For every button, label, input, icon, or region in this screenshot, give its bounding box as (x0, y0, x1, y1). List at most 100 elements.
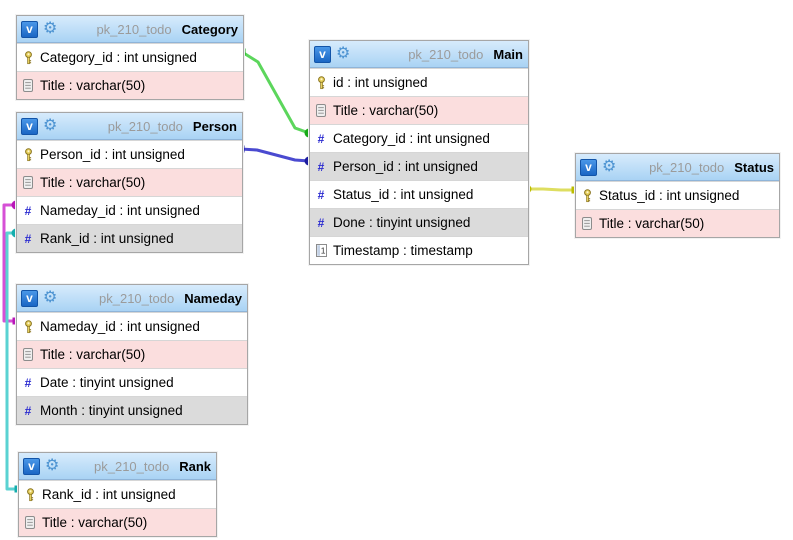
column-row-date[interactable]: # Date : tinyint unsigned (17, 368, 247, 396)
table-header[interactable]: v ⚙ pk_210_todo Nameday (17, 285, 247, 312)
numeric-field-icon: # (24, 375, 32, 390)
text-field-icon (22, 176, 34, 189)
column-label: Nameday_id : int unsigned (40, 319, 200, 334)
table-header[interactable]: v ⚙ pk_210_todo Status (576, 154, 779, 181)
table-options-gear-icon[interactable]: ⚙ (43, 289, 58, 306)
table-options-gear-icon[interactable]: ⚙ (45, 457, 60, 474)
column-label: Category_id : int unsigned (333, 131, 490, 146)
primary-key-icon (24, 487, 36, 502)
text-field-icon (24, 516, 36, 529)
primary-key-icon (315, 75, 327, 90)
table-header[interactable]: v ⚙ pk_210_todo Main (310, 41, 528, 68)
visibility-toggle-icon[interactable]: v (21, 20, 38, 38)
table-options-gear-icon[interactable]: ⚙ (602, 158, 617, 175)
text-field-icon (581, 217, 593, 230)
column-row-title[interactable]: Title : varchar(50) (19, 508, 216, 536)
text-field-icon (315, 104, 327, 117)
column-label: Title : varchar(50) (333, 103, 439, 118)
numeric-field-icon: # (317, 159, 325, 174)
primary-key-icon (581, 188, 593, 203)
column-row-category_id[interactable]: Category_id : int unsigned (17, 43, 243, 71)
table-status: v ⚙ pk_210_todo Status Status_id : int u… (575, 153, 780, 238)
table-name-label: Rank (179, 458, 211, 474)
column-row-title[interactable]: Title : varchar(50) (576, 209, 779, 237)
column-label: Status_id : int unsigned (599, 188, 740, 203)
table-schema-label: pk_210_todo (649, 159, 725, 175)
table-header[interactable]: v ⚙ pk_210_todo Person (17, 113, 242, 140)
text-field-icon (22, 79, 34, 92)
table-header[interactable]: v ⚙ pk_210_todo Rank (19, 453, 216, 480)
primary-key-icon (22, 319, 34, 334)
table-schema-label: pk_210_todo (408, 46, 484, 62)
column-row-done[interactable]: #Done : tinyint unsigned (310, 208, 528, 236)
column-label: Rank_id : int unsigned (40, 231, 174, 246)
column-row-status_id[interactable]: # Status_id : int unsigned (310, 180, 528, 208)
column-label: Date : tinyint unsigned (40, 375, 174, 390)
table-schema-label: pk_210_todo (96, 21, 172, 37)
table-name-label: Status (734, 159, 774, 175)
table-name-label: Category (181, 21, 238, 37)
column-label: Title : varchar(50) (599, 216, 705, 231)
numeric-field-icon: # (24, 231, 32, 246)
numeric-field-icon: # (24, 403, 32, 418)
numeric-field-icon: # (24, 203, 32, 218)
column-row-category_id[interactable]: # Category_id : int unsigned (310, 124, 528, 152)
table-category: v ⚙ pk_210_todo Category Category_id : i… (16, 15, 244, 100)
column-row-title[interactable]: Title : varchar(50) (17, 340, 247, 368)
column-label: Title : varchar(50) (40, 347, 146, 362)
table-nameday: v ⚙ pk_210_todo Nameday Nameday_id : int… (16, 284, 248, 425)
visibility-toggle-icon[interactable]: v (23, 457, 40, 475)
column-label: Person_id : int unsigned (40, 147, 185, 162)
table-name-label: Nameday (184, 290, 242, 306)
table-options-gear-icon[interactable]: ⚙ (336, 45, 351, 62)
visibility-toggle-icon[interactable]: v (314, 45, 331, 63)
column-label: Timestamp : timestamp (333, 243, 473, 258)
column-row-timestamp[interactable]: 1 Timestamp : timestamp (310, 236, 528, 264)
column-row-rank_id[interactable]: # Rank_id : int unsigned (17, 224, 242, 252)
relation-main-status[interactable] (522, 184, 579, 194)
table-person: v ⚙ pk_210_todo Person Person_id : int u… (16, 112, 243, 253)
svg-text:1: 1 (320, 246, 325, 256)
column-label: Category_id : int unsigned (40, 50, 197, 65)
column-label: Title : varchar(50) (42, 515, 148, 530)
relation-main-person[interactable] (237, 145, 314, 166)
column-row-month[interactable]: # Month : tinyint unsigned (17, 396, 247, 424)
column-row-title[interactable]: Title : varchar(50) (17, 71, 243, 99)
table-name-label: Person (192, 118, 237, 134)
relation-main-category[interactable] (238, 48, 314, 138)
column-label: Status_id : int unsigned (333, 187, 474, 202)
column-row-status_id[interactable]: Status_id : int unsigned (576, 181, 779, 209)
timestamp-field-icon: 1 (315, 244, 327, 257)
column-row-nameday_id[interactable]: Nameday_id : int unsigned (17, 312, 247, 340)
column-label: Nameday_id : int unsigned (40, 203, 200, 218)
column-row-nameday_id[interactable]: # Nameday_id : int unsigned (17, 196, 242, 224)
numeric-field-icon: # (317, 187, 325, 202)
column-row-person_id[interactable]: Person_id : int unsigned (17, 140, 242, 168)
column-row-id[interactable]: id : int unsigned (310, 68, 528, 96)
table-schema-label: pk_210_todo (94, 458, 170, 474)
column-row-person_id[interactable]: # Person_id : int unsigned (310, 152, 528, 180)
visibility-toggle-icon[interactable]: v (580, 158, 597, 176)
primary-key-icon (22, 147, 34, 162)
column-label: Title : varchar(50) (40, 78, 146, 93)
visibility-toggle-icon[interactable]: v (21, 289, 38, 307)
table-rank: v ⚙ pk_210_todo Rank Rank_id : int unsig… (18, 452, 217, 537)
table-schema-label: pk_210_todo (107, 118, 183, 134)
table-options-gear-icon[interactable]: ⚙ (43, 20, 58, 37)
column-row-title[interactable]: Title : varchar(50) (310, 96, 528, 124)
column-label: Done : tinyint unsigned (333, 215, 471, 230)
column-row-rank_id[interactable]: Rank_id : int unsigned (19, 480, 216, 508)
table-name-label: Main (493, 46, 523, 62)
primary-key-icon (22, 50, 34, 65)
column-label: Person_id : int unsigned (333, 159, 478, 174)
column-label: Title : varchar(50) (40, 175, 146, 190)
numeric-field-icon: # (317, 131, 325, 146)
table-options-gear-icon[interactable]: ⚙ (43, 117, 58, 134)
column-label: Month : tinyint unsigned (40, 403, 183, 418)
table-header[interactable]: v ⚙ pk_210_todo Category (17, 16, 243, 43)
visibility-toggle-icon[interactable]: v (21, 117, 38, 135)
column-row-title[interactable]: Title : varchar(50) (17, 168, 242, 196)
table-schema-label: pk_210_todo (99, 290, 175, 306)
